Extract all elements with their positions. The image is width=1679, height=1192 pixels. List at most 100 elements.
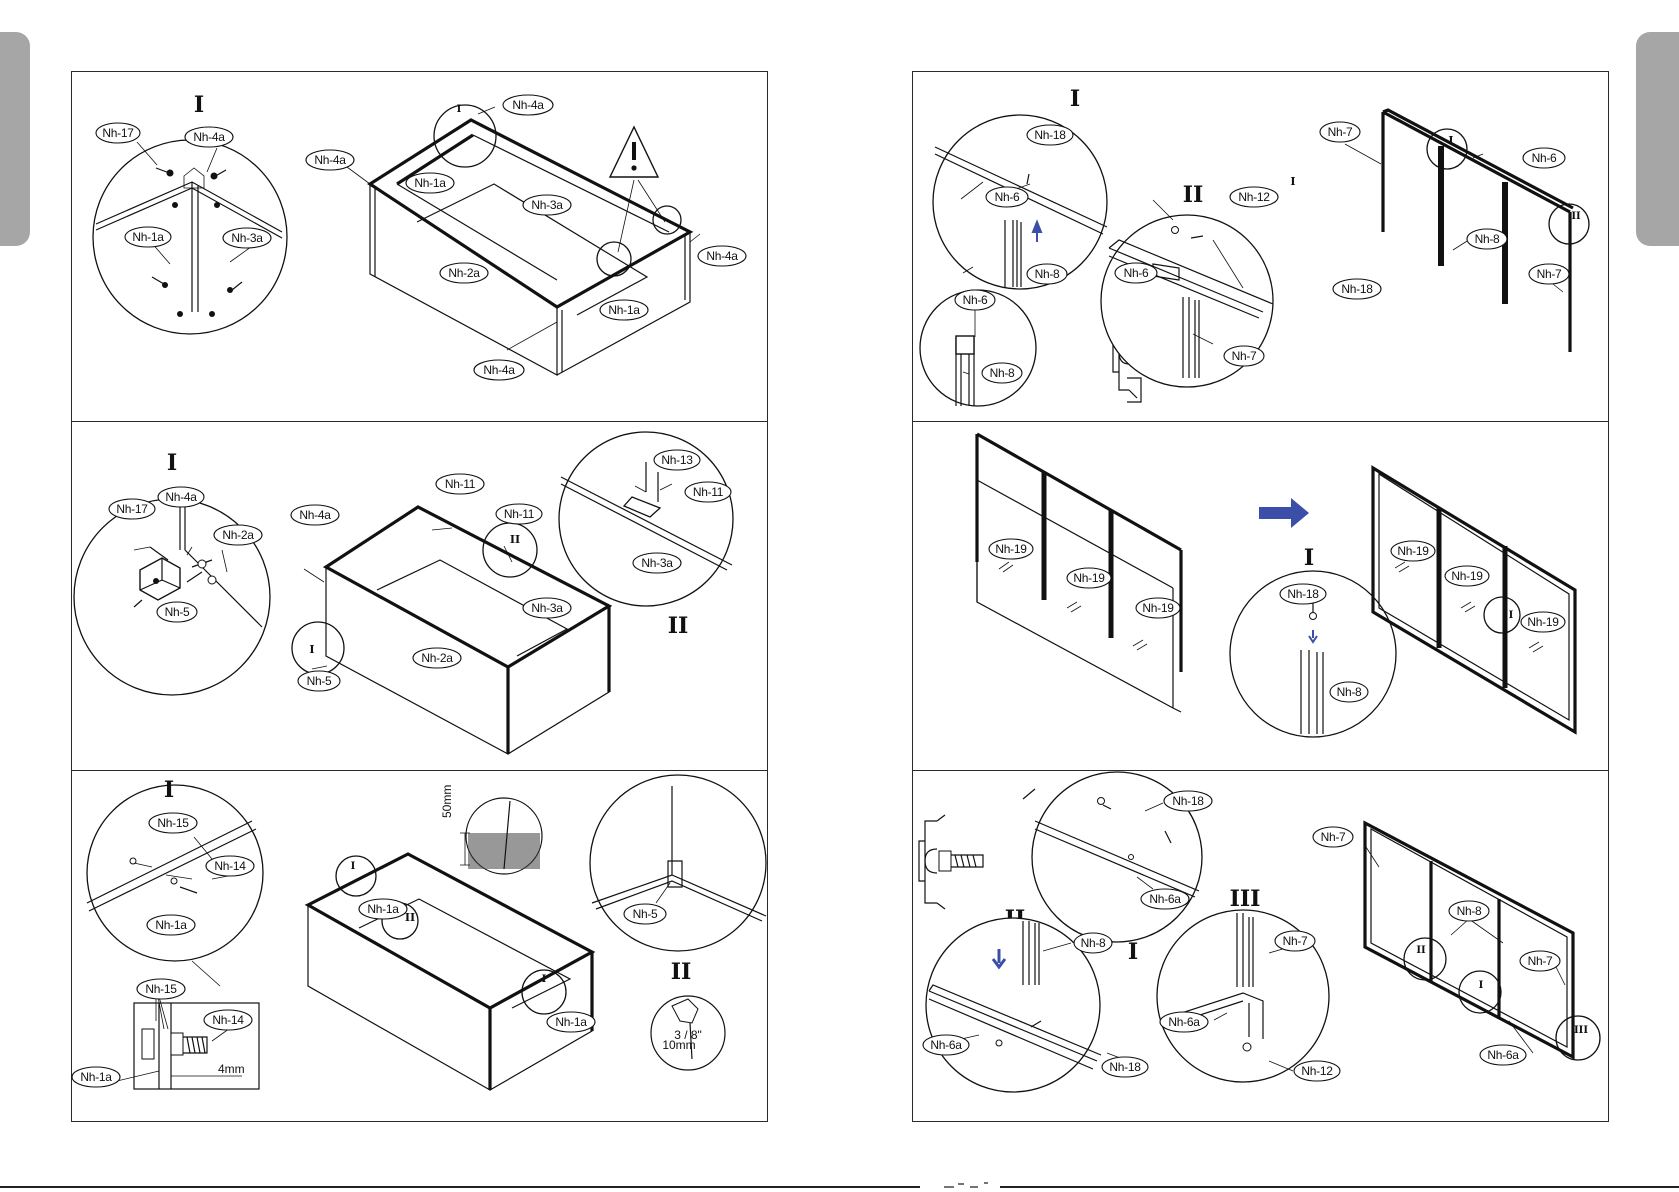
detail-callout-circle bbox=[291, 621, 345, 675]
detail-callout-circle bbox=[482, 522, 538, 578]
svg-text:Nh-2a: Nh-2a bbox=[222, 528, 254, 542]
bracket-part bbox=[622, 496, 662, 518]
drill-icon bbox=[650, 995, 726, 1071]
callout-label: Nh-8 bbox=[1329, 681, 1369, 703]
svg-text:Nh-12: Nh-12 bbox=[1301, 1064, 1333, 1078]
callout-label: Nh-15 bbox=[136, 978, 186, 1000]
completed-panel-frame bbox=[1363, 820, 1575, 1060]
svg-text:Nh-15: Nh-15 bbox=[145, 982, 177, 996]
step-marker: I bbox=[167, 450, 177, 476]
svg-text:Nh-7: Nh-7 bbox=[1537, 267, 1562, 281]
svg-text:Nh-19: Nh-19 bbox=[1073, 571, 1105, 585]
callout-label: Nh-18 bbox=[1026, 124, 1074, 146]
aluminium-profile-section bbox=[918, 814, 984, 910]
callout-label: Nh-18 bbox=[1163, 790, 1213, 812]
svg-text:Nh-1a: Nh-1a bbox=[608, 303, 640, 317]
svg-text:Nh-1a: Nh-1a bbox=[555, 1015, 587, 1029]
detail-marker: I bbox=[309, 643, 314, 656]
step-marker: II bbox=[1183, 182, 1204, 208]
frame-with-glass bbox=[1371, 465, 1577, 735]
crop-mark bbox=[944, 1182, 988, 1188]
svg-text:Nh-1a: Nh-1a bbox=[414, 176, 446, 190]
callout-label: Nh-8 bbox=[1073, 932, 1113, 954]
svg-text:Nh-6a: Nh-6a bbox=[930, 1038, 962, 1052]
step-marker: III bbox=[1230, 886, 1261, 912]
callout-label: Nh-11 bbox=[495, 503, 543, 525]
svg-text:Nh-12: Nh-12 bbox=[1238, 190, 1270, 204]
callout-label: Nh-19 bbox=[1135, 597, 1181, 619]
callout-label: Nh-1a bbox=[358, 898, 408, 920]
callout-label: Nh-4a bbox=[697, 245, 747, 267]
detail-callout-circle bbox=[596, 241, 632, 277]
svg-text:Nh-18: Nh-18 bbox=[1034, 128, 1066, 142]
detail-marker: II bbox=[1571, 211, 1581, 222]
callout-label: Nh-18 bbox=[1101, 1056, 1149, 1078]
callout-label: Nh-3a bbox=[632, 552, 682, 574]
svg-text:Nh-6a: Nh-6a bbox=[1487, 1048, 1519, 1062]
svg-text:Nh-8: Nh-8 bbox=[1337, 685, 1362, 699]
callout-label: Nh-19 bbox=[1444, 565, 1490, 587]
detail-callout-circle bbox=[1483, 596, 1521, 634]
svg-text:Nh-8: Nh-8 bbox=[1475, 232, 1500, 246]
svg-text:Nh-7: Nh-7 bbox=[1528, 954, 1553, 968]
callout-label: Nh-4a bbox=[502, 94, 554, 116]
detail-marker: I bbox=[542, 974, 547, 985]
detail-marker: I bbox=[1448, 134, 1453, 147]
depth-gauge-detail bbox=[465, 797, 543, 875]
svg-text:Nh-4a: Nh-4a bbox=[165, 490, 197, 504]
callout-label: Nh-6 bbox=[1522, 147, 1566, 169]
detail-circle bbox=[558, 431, 734, 607]
callout-label: Nh-2a bbox=[439, 262, 489, 284]
detail-callout-circle bbox=[1403, 937, 1447, 981]
svg-text:Nh-1a: Nh-1a bbox=[80, 1070, 112, 1084]
step-marker: I bbox=[164, 777, 174, 803]
glass-panel-insertion-drawing: I I Nh-19 Nh-19 Nh-19 Nh-18 Nh-8 Nh-19 N… bbox=[975, 432, 1577, 738]
bottom-rail-fixing-drawing: II I III II I III bbox=[918, 771, 1601, 1093]
callout-label: Nh-19 bbox=[1390, 540, 1436, 562]
callout-label: Nh-18 bbox=[1279, 583, 1327, 605]
callout-label: Nh-2a bbox=[412, 647, 462, 669]
svg-text:Nh-18: Nh-18 bbox=[1341, 282, 1373, 296]
svg-text:Nh-3a: Nh-3a bbox=[641, 556, 673, 570]
callout-label: Nh-4a bbox=[157, 486, 205, 508]
drill-size-inch: 3 / 8" bbox=[674, 1028, 702, 1042]
callout-label: Nh-6 bbox=[954, 289, 996, 311]
bottom-rule-left bbox=[0, 1186, 920, 1188]
arrow-down-icon bbox=[1308, 630, 1318, 644]
detail-callout-circle bbox=[652, 205, 682, 235]
svg-text:Nh-18: Nh-18 bbox=[1287, 587, 1319, 601]
svg-text:Nh-6: Nh-6 bbox=[1124, 266, 1149, 280]
svg-text:Nh-8: Nh-8 bbox=[1081, 936, 1106, 950]
callout-label: Nh-19 bbox=[1066, 567, 1112, 589]
detail-callout-circle bbox=[521, 969, 567, 1015]
svg-text:Nh-4a: Nh-4a bbox=[512, 98, 544, 112]
step-marker: I bbox=[1304, 545, 1314, 571]
svg-text:Nh-17: Nh-17 bbox=[102, 126, 134, 140]
cabinet-frame-assembly-drawing: I I Nh-17 Nh-4a Nh-1a Nh-3a N bbox=[92, 92, 747, 381]
step-marker: I bbox=[1070, 86, 1080, 112]
callout-label: Nh-6a bbox=[922, 1034, 970, 1056]
callout-label: Nh-18 bbox=[1332, 278, 1382, 300]
detail-callout-circle bbox=[1426, 128, 1468, 170]
callout-label: Nh-1a bbox=[599, 299, 649, 321]
svg-text:Nh-5: Nh-5 bbox=[307, 674, 332, 688]
callout-label: Nh-1a bbox=[124, 226, 172, 248]
detail-circle bbox=[1156, 909, 1330, 1083]
svg-text:Nh-19: Nh-19 bbox=[1397, 544, 1429, 558]
arrow-up-icon bbox=[1031, 219, 1043, 242]
svg-text:Nh-19: Nh-19 bbox=[1527, 615, 1559, 629]
callout-label: Nh-4a bbox=[290, 504, 340, 526]
svg-text:Nh-3a: Nh-3a bbox=[231, 231, 263, 245]
arrow-right-icon bbox=[1259, 498, 1309, 528]
svg-text:Nh-4a: Nh-4a bbox=[483, 363, 515, 377]
detail-callout-circle bbox=[1458, 970, 1502, 1014]
svg-text:Nh-2a: Nh-2a bbox=[448, 266, 480, 280]
callout-label: Nh-6 bbox=[1114, 262, 1158, 284]
callout-label: Nh-1a bbox=[546, 1011, 596, 1033]
svg-text:Nh-2a: Nh-2a bbox=[421, 651, 453, 665]
svg-text:Nh-1a: Nh-1a bbox=[132, 230, 164, 244]
svg-text:Nh-11: Nh-11 bbox=[445, 477, 476, 491]
callout-label: Nh-4a bbox=[305, 149, 355, 171]
detail-marker: III bbox=[1574, 1025, 1588, 1036]
callout-label: Nh-12 bbox=[1229, 186, 1279, 208]
